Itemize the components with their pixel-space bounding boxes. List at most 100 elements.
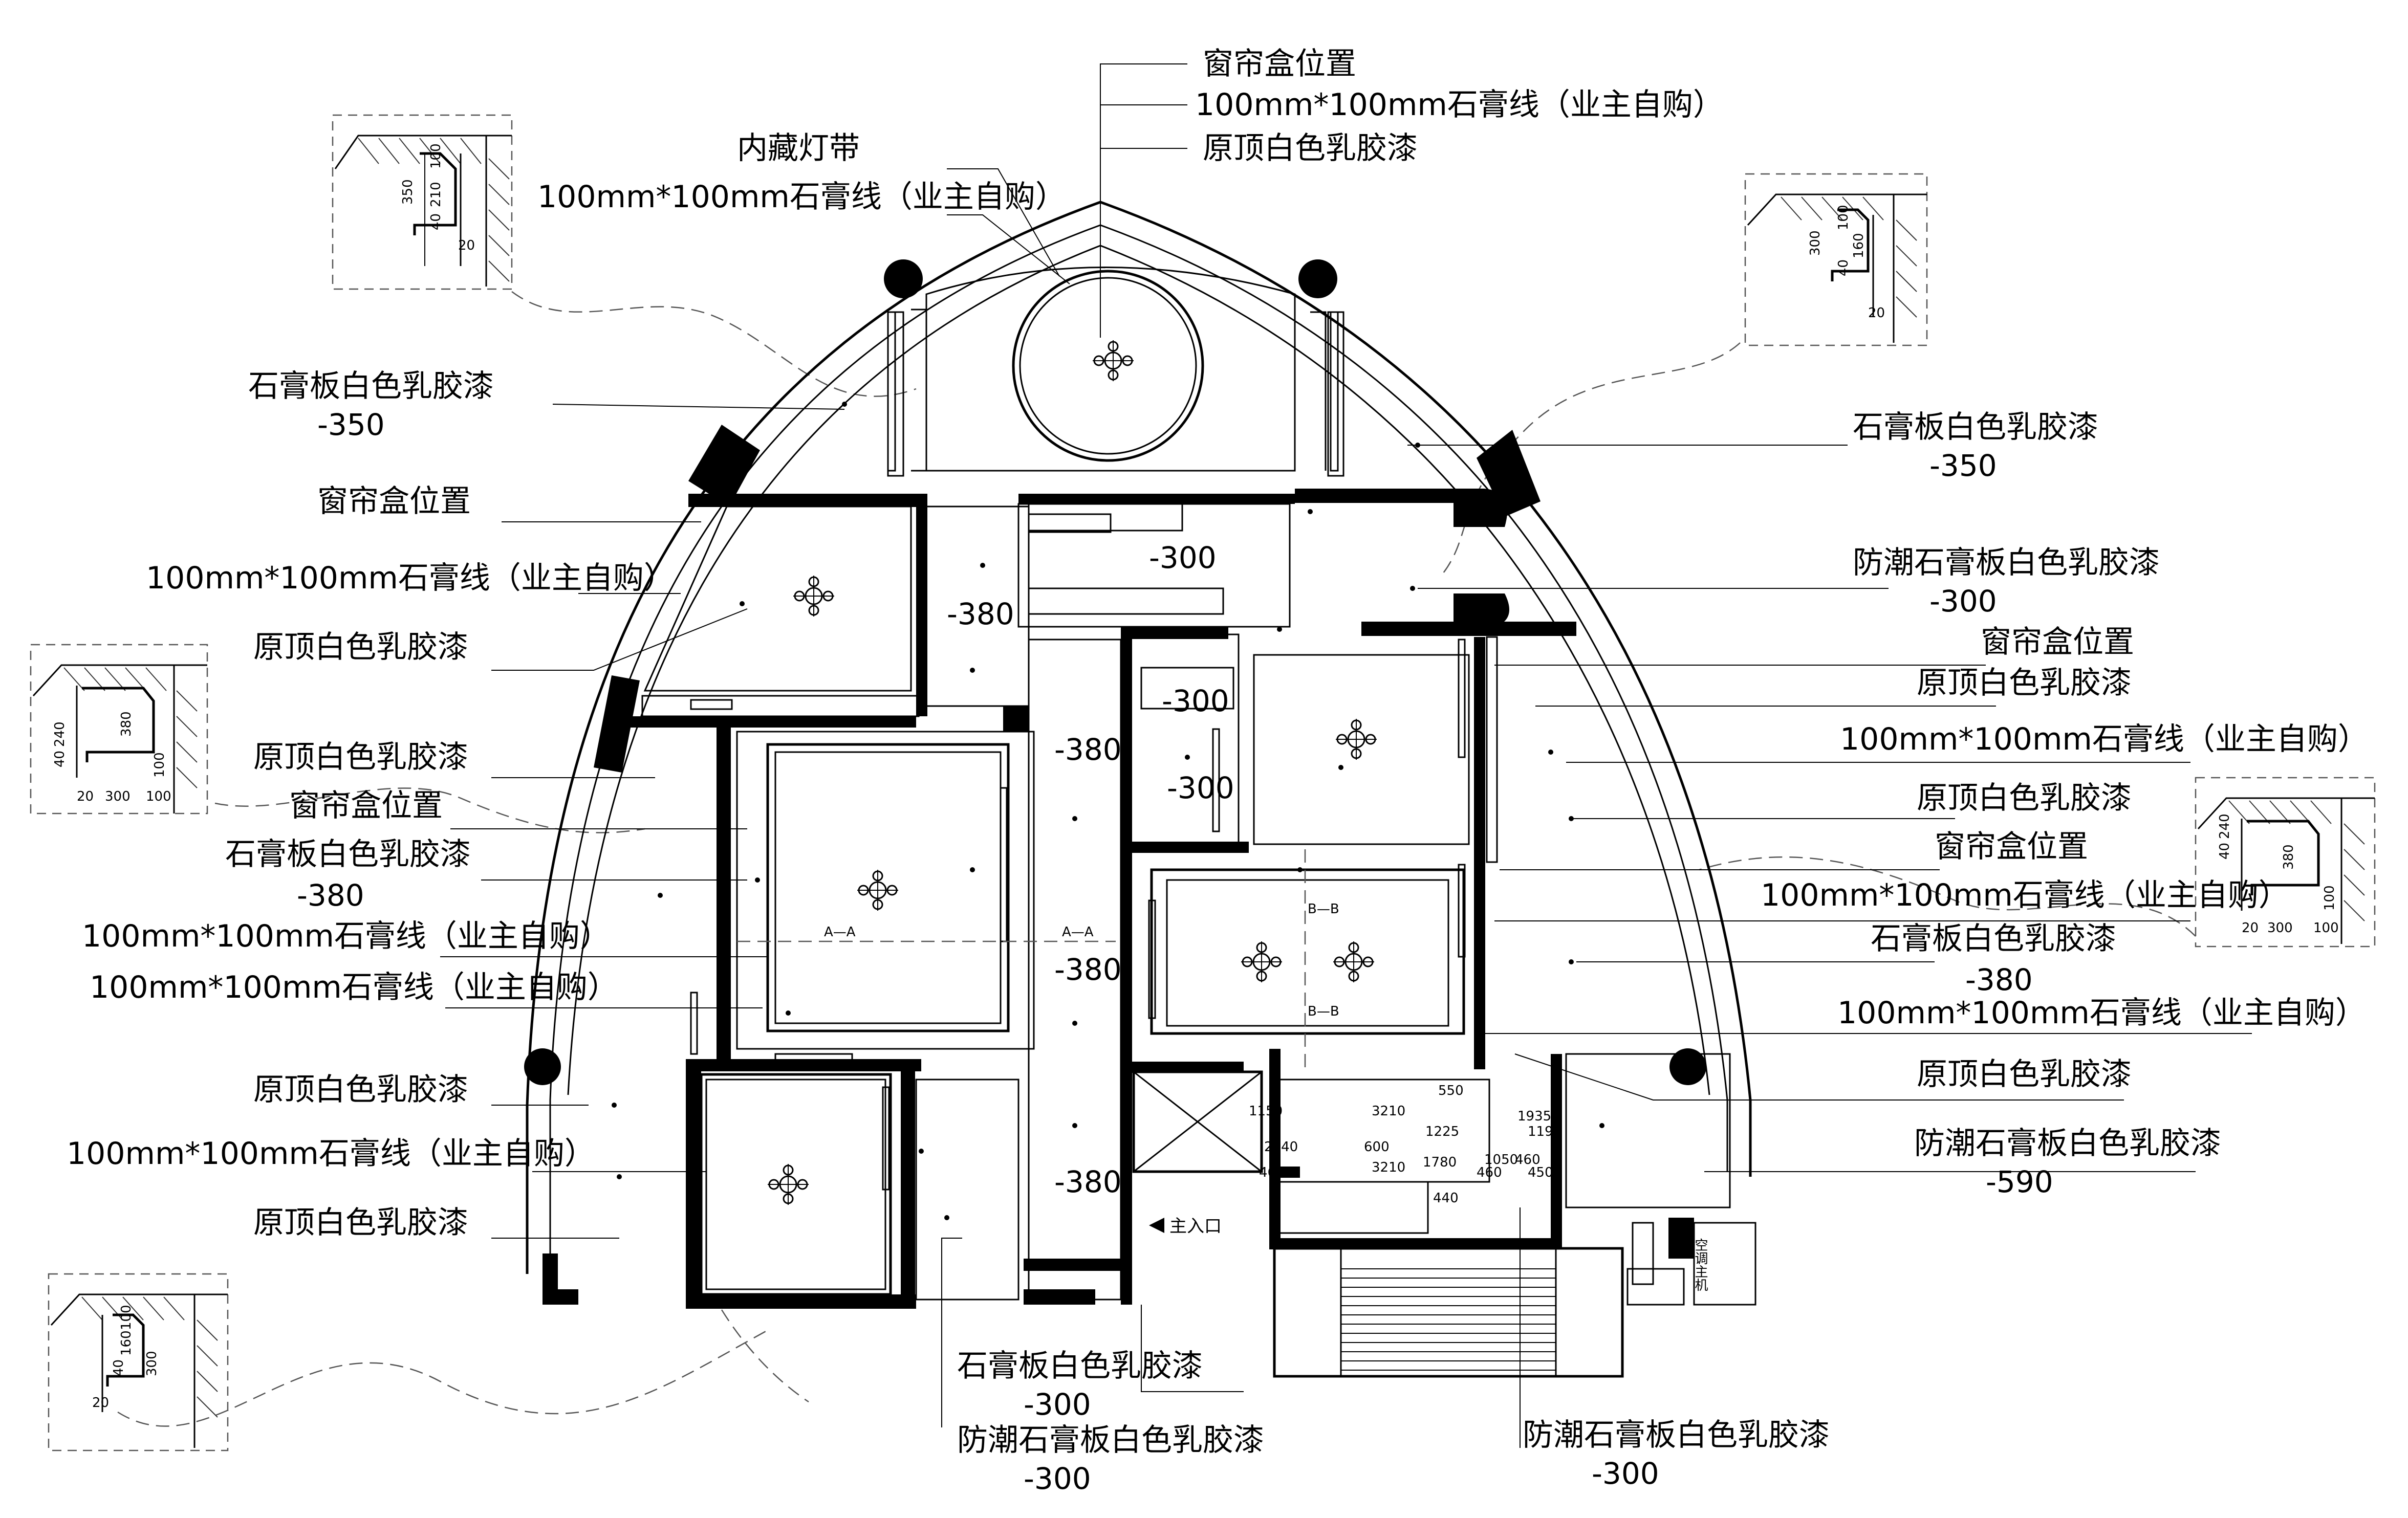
label-right-curtain: 窗帘盒位置 xyxy=(1981,624,2134,660)
label-left-curtain2: 窗帘盒位置 xyxy=(289,788,443,824)
detail-dim: 160 xyxy=(119,1330,134,1356)
level-right-gypsum2: -380 xyxy=(1965,962,2033,997)
level-small-room-a: -300 xyxy=(1162,684,1229,718)
detail-dim: 210 xyxy=(428,182,444,207)
detail-box-4: 40 240 380 100 20 300 100 xyxy=(2195,777,2376,948)
downlight-icon xyxy=(612,1103,617,1108)
downlight-icon xyxy=(617,1174,622,1179)
detail-dim: 380 xyxy=(119,711,134,737)
detail-dim: 40 xyxy=(111,1359,126,1376)
kitchen-dim-label: 1780 xyxy=(1423,1155,1457,1170)
level-right-moist: -300 xyxy=(1929,584,1997,619)
level-corridor-top: -380 xyxy=(947,597,1014,631)
label-right-moulding: 100mm*100mm石膏线（业主自购） xyxy=(1840,721,2369,757)
label-left-moulding3: 100mm*100mm石膏线（业主自购） xyxy=(90,970,618,1005)
downlight-icon xyxy=(1308,509,1313,514)
label-left-curtain: 窗帘盒位置 xyxy=(317,483,471,519)
stair-treads xyxy=(1340,1248,1557,1376)
detail-dim: 100 xyxy=(146,789,171,804)
downlight-icon xyxy=(919,1149,924,1154)
detail-dim: 100 xyxy=(2322,885,2337,911)
downlight-icon xyxy=(944,1215,949,1220)
label-left-moulding2: 100mm*100mm石膏线（业主自购） xyxy=(82,918,611,954)
level-left-gypsum: -350 xyxy=(317,407,385,442)
label-right-moist2: 防潮石膏板白色乳胶漆 xyxy=(1914,1126,2221,1161)
label-right-curtain2: 窗帘盒位置 xyxy=(1935,829,2088,865)
downlight-icon xyxy=(970,867,975,872)
downlight-icon xyxy=(1599,1123,1604,1128)
label-top-led-moulding: 100mm*100mm石膏线（业主自购） xyxy=(537,179,1066,215)
ceiling-light-icon xyxy=(793,576,834,617)
kitchen-dim-label: 3210 xyxy=(1372,1104,1405,1119)
downlight-icon xyxy=(1277,627,1282,632)
annotations: 窗帘盒位置 100mm*100mm石膏线（业主自购） 原顶白色乳胶漆 内藏灯带 … xyxy=(67,46,2369,1496)
kitchen-dim-label: 550 xyxy=(1438,1083,1464,1098)
section-a-left: A—A xyxy=(824,925,856,940)
label-bottom-gypsum: 石膏板白色乳胶漆 xyxy=(957,1348,1203,1384)
downlight-icon xyxy=(1338,765,1343,770)
equipment-text: 空调主机 xyxy=(1693,1238,1708,1291)
interior-walls xyxy=(543,489,1694,1309)
detail-dim: 300 xyxy=(105,789,131,804)
detail-box-3: 40 240 380 100 20 300 100 xyxy=(30,644,208,815)
detail-dim: 20 xyxy=(77,789,94,804)
section-a-right: A—A xyxy=(1062,925,1094,940)
detail-dim: 100 xyxy=(152,752,167,778)
room-outlines xyxy=(641,267,1756,1378)
detail-box-1: 350 40 210 100 20 xyxy=(332,114,513,290)
detail-dim: 160 xyxy=(1851,233,1867,258)
label-top-paint: 原顶白色乳胶漆 xyxy=(1203,130,1418,166)
entrance-arrow-icon xyxy=(1149,1218,1164,1233)
kitchen-dim-label: 3210 xyxy=(1372,1160,1405,1175)
level-bottom-gypsum: -300 xyxy=(1024,1387,1091,1422)
downlight-icon xyxy=(1297,867,1303,872)
label-left-moulding: 100mm*100mm石膏线（业主自购） xyxy=(146,560,675,596)
detail-dim: 350 xyxy=(400,179,416,205)
label-left-paint2: 原顶白色乳胶漆 xyxy=(253,739,468,775)
kitchen-dim-label: 440 xyxy=(1433,1191,1459,1206)
detail-dim: 20 xyxy=(458,238,475,253)
section-b-bottom: B—B xyxy=(1308,1004,1339,1019)
detail-dim: 100 xyxy=(1836,205,1851,230)
level-corridor-low: -380 xyxy=(1054,952,1122,987)
detail-dim: 240 xyxy=(52,721,68,747)
kitchen-dim-label: 1935 xyxy=(1517,1109,1551,1124)
detail-dim: 380 xyxy=(2281,844,2296,870)
level-corridor-mid: -380 xyxy=(1054,732,1122,767)
kitchen-dim-label: 460 xyxy=(1477,1165,1502,1180)
main-entrance: 主入口 xyxy=(1149,1216,1222,1237)
detail-dim: 240 xyxy=(2217,813,2232,839)
label-bottom-moist2: 防潮石膏板白色乳胶漆 xyxy=(1523,1417,1830,1453)
level-right-gypsum: -350 xyxy=(1929,448,1997,483)
detail-dim: 40 xyxy=(52,751,68,767)
downlight-icon xyxy=(1410,586,1415,591)
kitchen-dim-label: 2340 xyxy=(1264,1139,1298,1155)
detail-box-5: 40 160 100 300 20 xyxy=(48,1273,229,1451)
detail-dim: 100 xyxy=(428,143,444,169)
label-left-gypsum: 石膏板白色乳胶漆 xyxy=(248,368,494,404)
kitchen-dim-label: 1225 xyxy=(1425,1124,1459,1139)
label-right-gypsum: 石膏板白色乳胶漆 xyxy=(1853,409,2098,445)
level-small-room-b: -300 xyxy=(1167,771,1234,805)
curtain-box-strips xyxy=(690,311,1466,1191)
ceiling-light-icon xyxy=(1093,340,1134,381)
kitchen-dim-label: 450 xyxy=(1528,1165,1553,1180)
ceiling-light-icon xyxy=(1241,941,1282,982)
room-levels: -380 -380 -380 -380 -300 -300 -300 xyxy=(947,540,1234,1199)
label-left-moulding4: 100mm*100mm石膏线（业主自购） xyxy=(67,1136,595,1172)
label-right-paint3: 原顶白色乳胶漆 xyxy=(1917,1057,2132,1092)
label-left-paint: 原顶白色乳胶漆 xyxy=(253,629,468,665)
kitchen-dim-label: 600 xyxy=(1364,1139,1390,1155)
label-right-gypsum2: 石膏板白色乳胶漆 xyxy=(1871,921,2116,957)
detail-dim: 100 xyxy=(119,1305,134,1330)
level-left-gypsum2: -380 xyxy=(297,878,364,913)
label-top-curtain: 窗帘盒位置 xyxy=(1203,46,1356,82)
downlight-icon xyxy=(1569,959,1574,964)
level-right-moist2: -590 xyxy=(1986,1164,2053,1199)
downlight-icon xyxy=(658,893,663,898)
detail-dim: 40 xyxy=(428,213,444,230)
downlight-icon xyxy=(980,563,985,568)
kitchen-dim-label: 465 xyxy=(1259,1165,1285,1180)
label-right-moist: 防潮石膏板白色乳胶漆 xyxy=(1853,545,2160,581)
